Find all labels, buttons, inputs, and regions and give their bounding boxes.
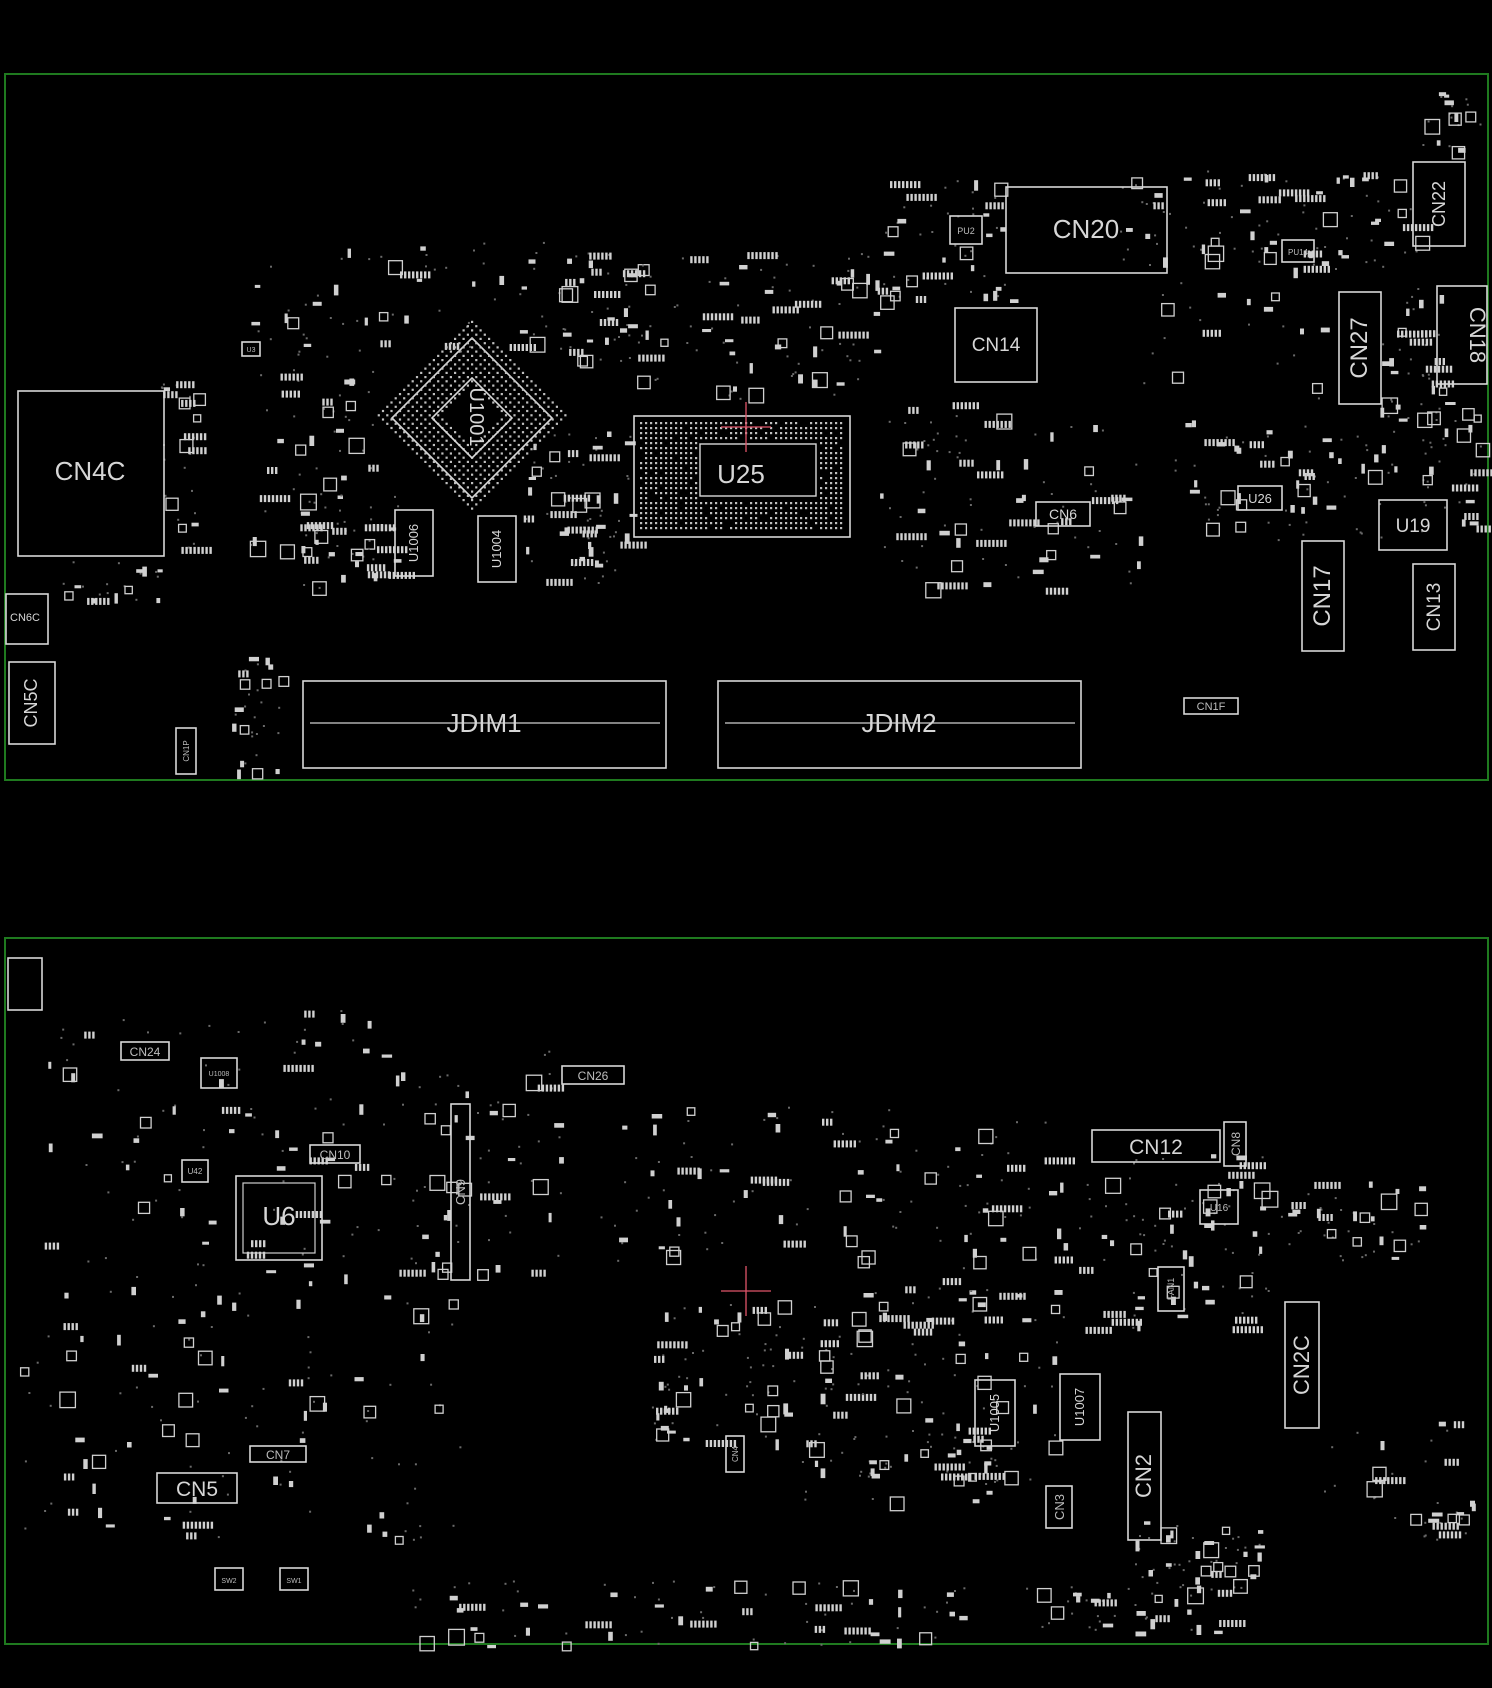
chip-pu14[interactable]: PU14 [1281,239,1315,263]
top-side-panel: CN4C CN6C CN5C CN1P U1001 U1006 [4,73,1492,781]
chip-u25-cpu[interactable]: U25 [633,402,851,538]
chip-u26-label: U26 [1248,491,1272,506]
memory-slot-jdim1-label: JDIM1 [446,708,521,738]
connector-cn4[interactable]: CN4 [725,1435,745,1473]
connector-cn27-label: CN27 [1346,317,1373,378]
chip-u3[interactable]: U3 [241,341,261,357]
bottom-board-outline [4,937,1489,1645]
chip-u42[interactable]: U42 [181,1159,209,1183]
connector-cn8-label: CN8 [1229,1132,1243,1156]
chip-u25-label: U25 [717,459,765,489]
chip-pu2[interactable]: PU2 [949,215,983,245]
connector-cn4-label: CN4 [731,1445,740,1462]
connector-cn27[interactable]: CN27 [1338,291,1382,405]
chip-u1004-label: U1004 [489,530,504,568]
chip-u1006-label: U1006 [406,524,421,562]
connector-cn22[interactable]: CN22 [1412,161,1466,247]
connector-cn10-label: CN10 [320,1148,351,1162]
connector-cn13[interactable]: CN13 [1412,563,1456,651]
connector-cn7[interactable]: CN7 [249,1445,307,1463]
connector-fan1[interactable]: FAN1 [1157,1266,1185,1312]
connector-cn4c[interactable]: CN4C [17,390,165,557]
connector-cn1p[interactable]: CN1P [175,727,197,775]
connector-cn6c[interactable]: CN6C [5,593,49,645]
connector-cn22-label: CN22 [1429,181,1449,227]
connector-cn5c[interactable]: CN5C [8,661,56,745]
connector-cn5c-label: CN5C [21,678,41,727]
connector-cn5-label: CN5 [176,1478,218,1501]
chip-u1001[interactable]: U1001 [377,320,567,510]
connector-cn24[interactable]: CN24 [120,1041,170,1061]
chip-u16-label: U16 [1210,1203,1229,1214]
connector-cn2c-label: CN2C [1289,1335,1314,1395]
connector-cn26[interactable]: CN26 [561,1065,625,1085]
chip-pu14-label: PU14 [1288,248,1309,257]
chip-u6[interactable]: U6 [235,1175,323,1261]
chip-u6-label: U6 [262,1201,295,1231]
top-component-scatter [62,92,1492,780]
connector-cn3-label: CN3 [1052,1494,1067,1520]
connector-fan1-label: FAN1 [1166,1278,1176,1301]
connector-cn13-label: CN13 [1424,583,1445,632]
chip-u1008-label: U1008 [209,1071,230,1078]
chip-u42-label: U42 [188,1167,203,1176]
chip-u1008[interactable]: U1008 [200,1057,238,1089]
connector-cn4c-label: CN4C [55,456,126,486]
chip-u19-label: U19 [1396,516,1431,537]
chip-u1006[interactable]: U1006 [394,509,434,577]
memory-slot-jdim2[interactable]: JDIM2 [717,680,1082,769]
chip-u3-label: U3 [247,347,256,354]
connector-cn1f-label: CN1F [1197,701,1226,713]
connector-cn9-label: CN9 [453,1179,468,1205]
connector-cn20[interactable]: CN20 [1005,186,1168,274]
chip-u1001-label: U1001 [465,388,487,447]
chip-u26[interactable]: U26 [1237,485,1283,511]
connector-cn6-label: CN6 [1049,506,1077,522]
connector-cn12-label: CN12 [1129,1136,1183,1159]
chip-u1007[interactable]: U1007 [1059,1373,1101,1441]
chip-u1005-label: U1005 [987,1394,1002,1432]
connector-cn18[interactable]: CN18 [1436,285,1490,385]
bottom-component-scatter [19,1010,1476,1652]
corner-logo-block [7,957,43,1011]
connector-cn1f[interactable]: CN1F [1183,697,1239,715]
connector-cn3[interactable]: CN3 [1045,1485,1073,1529]
switch-sw2[interactable]: SW2 [214,1567,244,1591]
chip-pu2-label: PU2 [957,226,975,236]
switch-sw1-label: SW1 [286,1578,301,1585]
switch-sw1[interactable]: SW1 [279,1567,309,1591]
connector-cn14[interactable]: CN14 [954,307,1038,383]
bottom-side-panel: CN24 U1008 CN26 CN10 U42 U6 CN9 [4,937,1489,1652]
connector-cn10[interactable]: CN10 [309,1144,361,1164]
connector-cn24-label: CN24 [130,1045,161,1059]
connector-cn6c-label: CN6C [10,612,40,624]
chip-u1004[interactable]: U1004 [477,515,517,583]
connector-cn9[interactable]: CN9 [450,1103,471,1281]
memory-slot-jdim1[interactable]: JDIM1 [302,680,667,769]
connector-cn1p-label: CN1P [182,740,191,761]
chip-u1007-label: U1007 [1072,1388,1087,1426]
chip-u19[interactable]: U19 [1378,499,1448,551]
connector-cn17[interactable]: CN17 [1301,540,1345,652]
connector-cn7-label: CN7 [266,1448,290,1462]
connector-cn2c[interactable]: CN2C [1284,1301,1320,1429]
switch-sw2-label: SW2 [221,1578,236,1585]
connector-cn2-label: CN2 [1131,1454,1156,1498]
top-board-outline [4,73,1489,781]
connector-cn26-label: CN26 [578,1069,609,1083]
memory-slot-jdim2-label: JDIM2 [861,708,936,738]
connector-cn20-label: CN20 [1053,214,1119,244]
chip-u1005[interactable]: U1005 [974,1379,1016,1447]
connector-cn6[interactable]: CN6 [1035,501,1091,527]
connector-cn18-label: CN18 [1465,307,1490,363]
u1001-ball-grid [377,320,567,510]
connector-cn8[interactable]: CN8 [1223,1121,1247,1167]
connector-cn17-label: CN17 [1309,565,1336,626]
chip-u16[interactable]: U16 [1199,1189,1239,1225]
connector-cn12[interactable]: CN12 [1091,1129,1221,1163]
connector-cn5[interactable]: CN5 [156,1472,238,1504]
connector-cn2[interactable]: CN2 [1127,1411,1162,1541]
connector-cn14-label: CN14 [972,335,1021,356]
